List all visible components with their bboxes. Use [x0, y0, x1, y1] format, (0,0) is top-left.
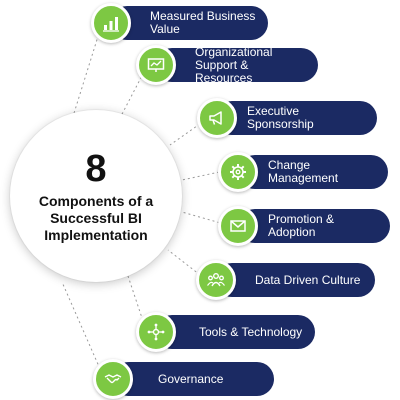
people-group-icon — [196, 260, 236, 300]
network-icon — [136, 312, 176, 352]
megaphone-icon — [197, 98, 237, 138]
component-label: Tools & Technology — [199, 324, 303, 339]
component-label: Measured Business Value — [150, 9, 256, 36]
component-pill-tools-technology: Tools & Technology — [155, 315, 315, 349]
bar-chart-icon — [91, 3, 131, 43]
handshake-icon — [93, 359, 133, 399]
component-pill-executive-sponsorship: Executive Sponsorship — [215, 101, 377, 135]
connector-line-8 — [61, 281, 105, 379]
component-pill-data-driven-culture: Data Driven Culture — [215, 263, 375, 297]
hub-title: Components of a Successful BI Implementa… — [38, 192, 154, 243]
component-label: Governance — [158, 371, 224, 386]
hub-number: 8 — [85, 147, 107, 190]
component-pill-governance: Governance — [112, 362, 274, 396]
component-pill-organizational-support-resources: Organizational Support & Resources — [155, 44, 318, 85]
presentation-board-icon — [136, 45, 176, 85]
component-label: Data Driven Culture — [255, 272, 361, 287]
component-label: Promotion & Adoption — [268, 212, 335, 239]
component-label: Change Management — [268, 158, 339, 185]
center-hub: 8 Components of a Successful BI Implemen… — [10, 110, 182, 282]
component-pill-promotion-adoption: Promotion & Adoption — [238, 209, 390, 243]
gear-icon — [218, 152, 258, 192]
envelope-icon — [218, 206, 258, 246]
component-label: Organizational Support & Resources — [195, 44, 273, 85]
component-pill-measured-business-value: Measured Business Value — [110, 6, 268, 40]
component-label: Executive Sponsorship — [247, 104, 314, 131]
component-pill-change-management: Change Management — [238, 155, 388, 189]
